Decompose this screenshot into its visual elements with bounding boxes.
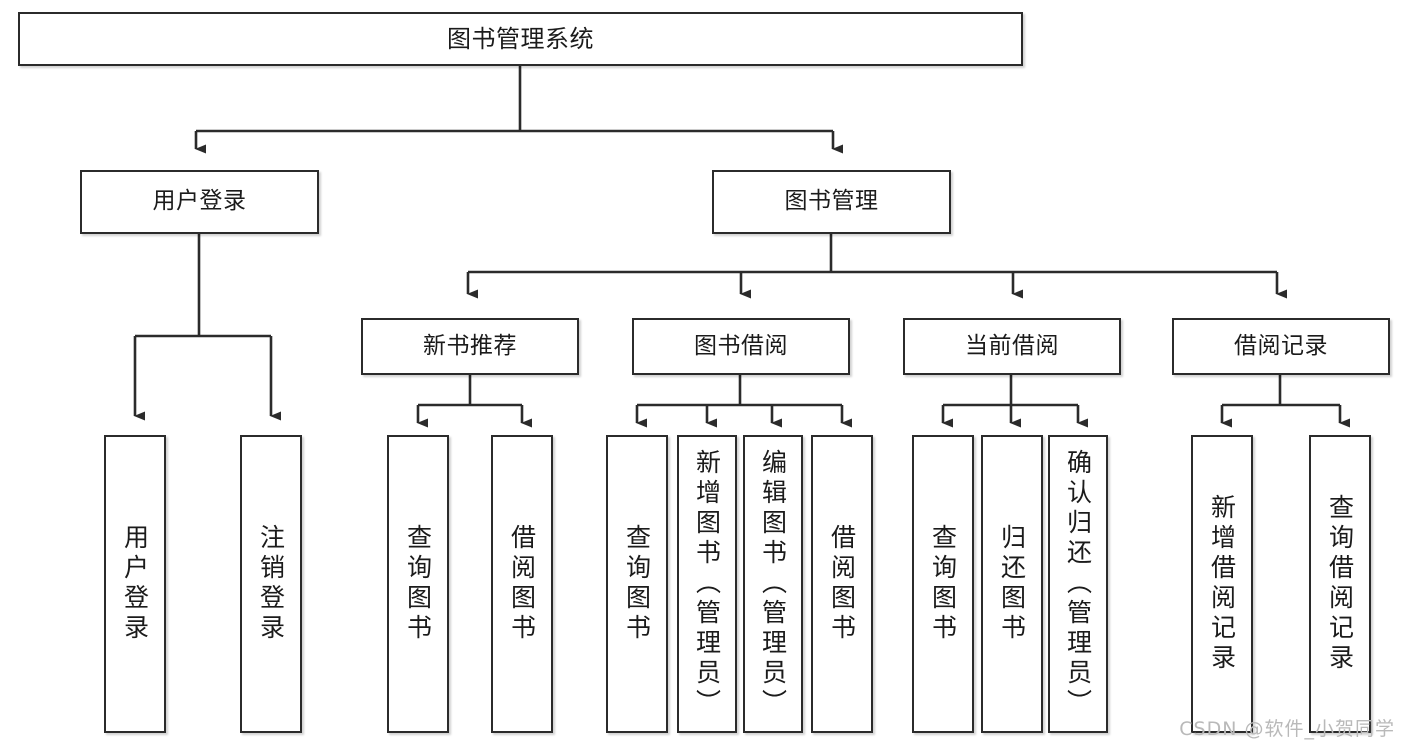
node-label: 归还图书 — [997, 524, 1027, 644]
node-label: 图书借阅 — [694, 332, 788, 359]
node-leaf-user-login[interactable]: 用户登录 — [104, 435, 166, 733]
node-label: 新书推荐 — [423, 332, 517, 359]
node-label: 编辑图书（管理员） — [758, 449, 788, 719]
node-label: 新增图书（管理员） — [692, 449, 722, 719]
node-book-borrow[interactable]: 图书借阅 — [632, 318, 850, 375]
node-leaf-borrow-book-recommend[interactable]: 借阅图书 — [491, 435, 553, 733]
node-label: 确认归还（管理员） — [1063, 449, 1093, 719]
node-leaf-query-borrow-record[interactable]: 查询借阅记录 — [1309, 435, 1371, 733]
node-label: 当前借阅 — [965, 332, 1059, 359]
node-user-login[interactable]: 用户登录 — [80, 170, 319, 234]
node-current-borrow[interactable]: 当前借阅 — [903, 318, 1121, 375]
node-leaf-query-book-current[interactable]: 查询图书 — [912, 435, 974, 733]
node-leaf-borrow-book-borrow[interactable]: 借阅图书 — [811, 435, 873, 733]
node-label: 查询图书 — [928, 524, 958, 644]
node-leaf-logout-login[interactable]: 注销登录 — [240, 435, 302, 733]
node-book-management[interactable]: 图书管理 — [712, 170, 951, 234]
node-leaf-add-borrow-record[interactable]: 新增借阅记录 — [1191, 435, 1253, 733]
csdn-watermark: CSDN @软件_小贺同学 — [1179, 718, 1395, 740]
node-leaf-edit-book-admin[interactable]: 编辑图书（管理员） — [743, 435, 803, 733]
node-borrow-record[interactable]: 借阅记录 — [1172, 318, 1390, 375]
node-leaf-add-book-admin[interactable]: 新增图书（管理员） — [677, 435, 737, 733]
node-label: 用户登录 — [120, 524, 150, 644]
node-label: 查询图书 — [622, 524, 652, 644]
node-root-book-management-system[interactable]: 图书管理系统 — [18, 12, 1023, 66]
node-label: 借阅图书 — [827, 524, 857, 644]
node-leaf-query-book-borrow[interactable]: 查询图书 — [606, 435, 668, 733]
node-label: 查询借阅记录 — [1325, 494, 1355, 674]
node-label: 借阅记录 — [1234, 332, 1328, 359]
node-leaf-return-book[interactable]: 归还图书 — [981, 435, 1043, 733]
node-label: 借阅图书 — [507, 524, 537, 644]
node-leaf-query-book-recommend[interactable]: 查询图书 — [387, 435, 449, 733]
node-label: 图书管理系统 — [447, 24, 594, 53]
node-leaf-confirm-return-admin[interactable]: 确认归还（管理员） — [1048, 435, 1108, 733]
node-label: 新增借阅记录 — [1207, 494, 1237, 674]
node-new-book-recommend[interactable]: 新书推荐 — [361, 318, 579, 375]
node-label: 查询图书 — [403, 524, 433, 644]
node-label: 用户登录 — [152, 188, 247, 215]
node-label: 注销登录 — [256, 524, 286, 644]
node-label: 图书管理 — [784, 188, 879, 215]
